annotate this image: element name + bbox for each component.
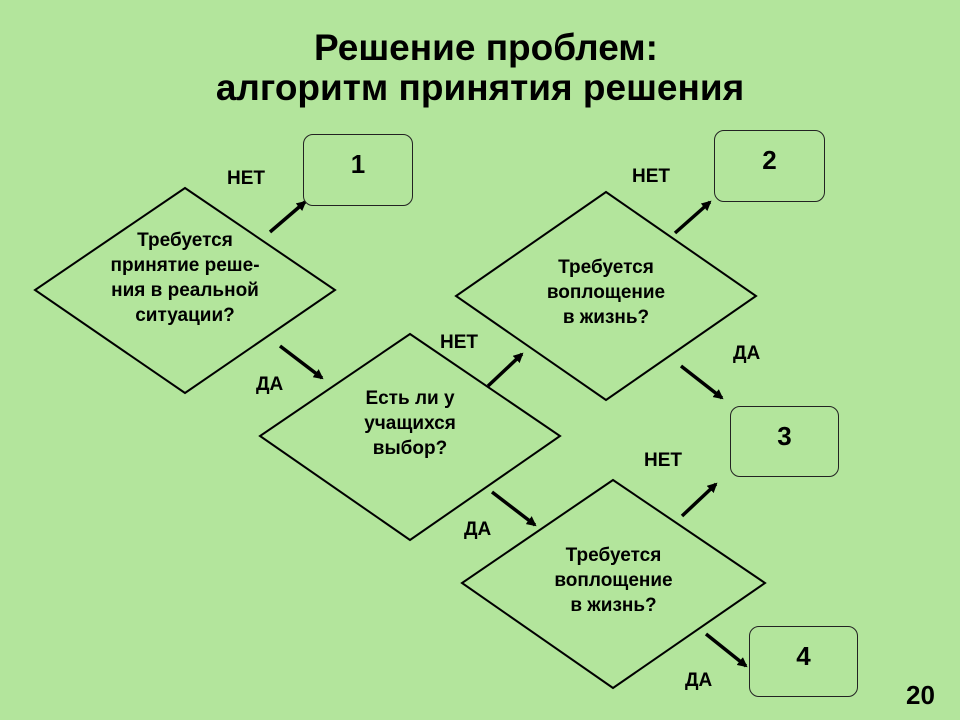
outcome-box-4: 4 xyxy=(749,626,858,697)
decision-diamond-3 xyxy=(454,190,758,402)
label-no-2: НЕТ xyxy=(440,332,478,353)
decision-diamond-2 xyxy=(258,332,562,542)
title-line-2: алгоритм принятия решения xyxy=(215,67,745,108)
arrow-d3-no xyxy=(673,200,712,235)
outcome-box-3: 3 xyxy=(730,406,839,477)
decision-text-2: Есть ли у учащихся выбор? xyxy=(260,386,560,461)
decision-text-3: Требуется воплощение в жизнь? xyxy=(456,255,756,330)
decision-3-line-2: воплощение xyxy=(546,282,666,303)
label-no-4: НЕТ xyxy=(644,450,682,471)
decision-2-line-1: Есть ли у xyxy=(365,388,455,409)
label-yes-4: ДА xyxy=(685,670,713,691)
outcome-label-3: 3 xyxy=(777,421,792,451)
decision-2-line-2: учащихся xyxy=(364,413,456,434)
arrow-d4-yes xyxy=(704,632,748,668)
outcome-label-1: 1 xyxy=(350,149,366,179)
label-no-3: НЕТ xyxy=(632,166,670,187)
slide-title: Решение проблем: алгоритм принятия решен… xyxy=(0,28,960,108)
label-yes-2: ДА xyxy=(464,519,492,540)
decision-text-4: Требуется воплощение в жизнь? xyxy=(462,543,765,618)
decision-1-line-2: принятие реше- xyxy=(110,255,260,276)
label-yes-1: ДА xyxy=(256,374,284,395)
title-line-1: Решение проблем: xyxy=(314,27,658,68)
decision-4-line-2: воплощение xyxy=(554,570,673,591)
decision-text-1: Требуется принятие реше- ния в реальной … xyxy=(35,228,335,328)
decision-1-line-1: Требуется xyxy=(137,230,233,251)
outcome-label-2: 2 xyxy=(762,145,777,175)
outcome-box-2: 2 xyxy=(714,130,825,202)
arrow-d1-no xyxy=(268,200,307,234)
decision-diamond-1 xyxy=(33,186,337,395)
arrow-d2-no xyxy=(486,352,524,388)
decision-4-line-1: Требуется xyxy=(565,545,662,566)
arrow-d3-yes xyxy=(679,364,724,400)
decision-3-line-1: Требуется xyxy=(558,257,654,278)
label-no-1: НЕТ xyxy=(227,168,265,189)
arrow-d2-yes xyxy=(490,490,537,527)
arrow-d1-yes xyxy=(278,344,324,380)
outcome-box-1: 1 xyxy=(303,134,413,206)
page-number: 20 xyxy=(906,680,935,710)
decision-diamond-4 xyxy=(460,478,767,690)
decision-2-line-3: выбор? xyxy=(372,438,448,459)
decision-4-line-3: в жизнь? xyxy=(570,595,657,616)
decision-3-line-3: в жизнь? xyxy=(562,307,650,328)
label-yes-3: ДА xyxy=(733,343,761,364)
decision-1-line-3: ния в реальной xyxy=(111,280,259,301)
arrow-d4-no xyxy=(680,482,718,518)
outcome-label-4: 4 xyxy=(796,641,811,671)
decision-1-line-4: ситуации? xyxy=(135,305,235,326)
